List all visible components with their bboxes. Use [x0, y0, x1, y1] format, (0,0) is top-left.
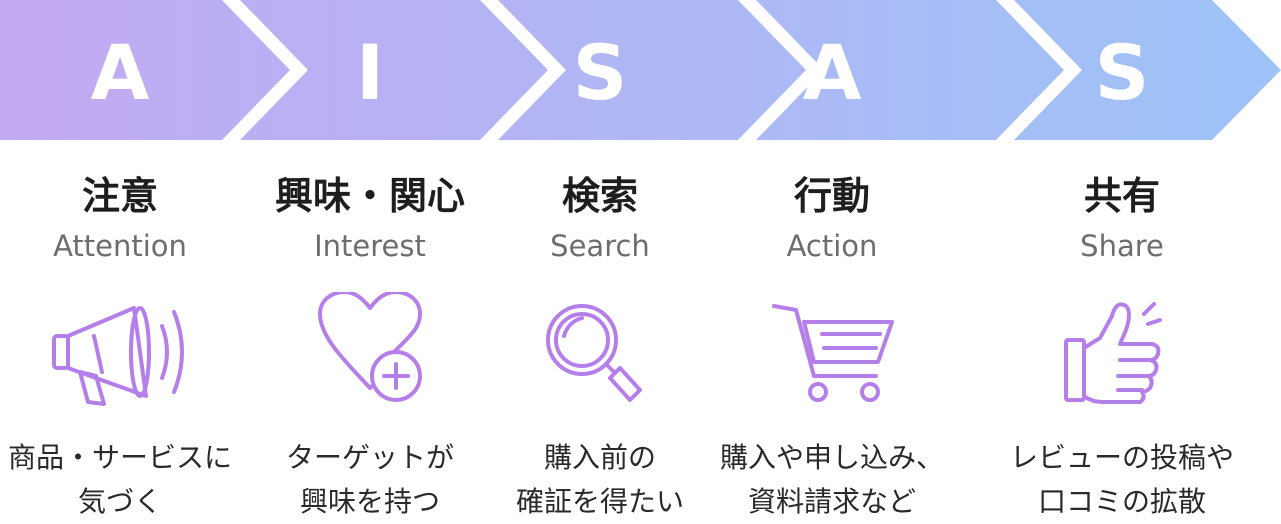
step-description: 商品・サービスに 気づく [0, 436, 248, 524]
step-description-line: 購入前の [543, 441, 656, 474]
step-description-line: 興味を持つ [299, 485, 440, 518]
step-description: 購入や申し込み、 資料請求など [704, 436, 960, 524]
step-title-jp: 注意 [81, 174, 158, 218]
chevron-segment-5 [1014, 0, 1281, 140]
step-title-jp: 興味・関心 [274, 174, 465, 218]
step-description-line: 資料請求など [747, 485, 916, 518]
step-description: ターゲットが 興味を持つ [242, 436, 498, 524]
aisas-chevron-banner [0, 0, 1281, 140]
step-letter: A [802, 28, 862, 117]
step-title-en: Search [550, 229, 650, 263]
step-letter: S [572, 28, 628, 117]
step-description-line: 気づく [77, 485, 162, 518]
step-description: 購入前の 確証を得たい [472, 436, 728, 524]
chevron-segment-2 [240, 0, 548, 140]
step-title-jp: 共有 [1083, 174, 1160, 218]
step-title-en: Action [786, 229, 878, 263]
step-title-en: Interest [314, 229, 426, 263]
chevron-segment-1 [0, 0, 290, 140]
step-description-line: 確証を得たい [515, 485, 684, 518]
step-description: レビューの投稿や 口コミの拡散 [994, 436, 1250, 524]
heart-plus-icon [318, 292, 422, 402]
step-description-line: ターゲットが [285, 441, 454, 474]
shopping-cart-icon [772, 304, 894, 402]
step-description-line: 商品・サービスに [7, 441, 232, 474]
step-description-line: 口コミの拡散 [1037, 485, 1206, 518]
step-action: A 行動 Action 購入や申し込み、 資料請求など [712, 0, 952, 521]
step-letter: I [355, 28, 385, 117]
step-title-en: Share [1080, 229, 1164, 263]
step-search: S 検索 Search 購入前の 確証を得たい [480, 0, 720, 521]
chevron-segment-4 [756, 0, 1064, 140]
megaphone-icon [52, 306, 184, 406]
step-interest: I 興味・関心 Interest ターゲットが 興味を持つ [250, 0, 490, 521]
step-attention: A 注意 Attention 商品・サービスに 気づく [0, 0, 240, 521]
step-title-jp: 検索 [561, 174, 638, 218]
step-description-line: レビューの投稿や [1009, 441, 1234, 474]
step-share: S 共有 Share レビューの投稿や 口コミの拡散 [1002, 0, 1242, 521]
step-title-en: Attention [53, 229, 187, 263]
magnifier-icon [546, 304, 642, 402]
step-letter: A [90, 28, 150, 117]
step-description-line: 購入や申し込み、 [719, 441, 944, 474]
chevron-segment-3 [498, 0, 806, 140]
step-letter: S [1094, 28, 1150, 117]
step-title-jp: 行動 [793, 174, 870, 218]
thumbs-up-icon [1064, 302, 1162, 404]
